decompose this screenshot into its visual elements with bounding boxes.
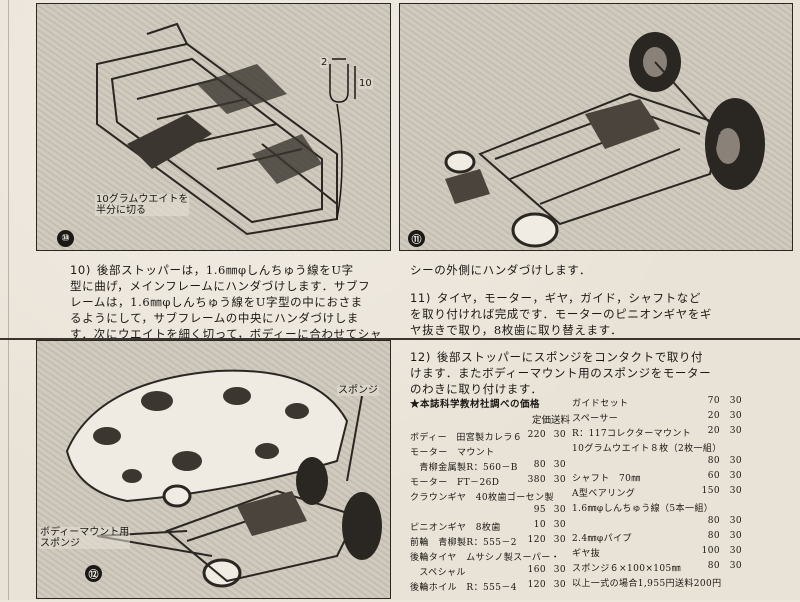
item-price: 220 [527, 430, 546, 440]
item-shipping: 30 [553, 580, 566, 590]
figure-11-photo: ⑪ [399, 3, 793, 251]
step-12-number: 12) [410, 350, 431, 364]
step-11-line: タイヤ，モーター，ギヤ，ガイド，シャフトなど [436, 291, 701, 305]
item-name: 前輪 青柳製R：555－2 [410, 538, 517, 548]
step-12-line: けます．またボディーマウント用のスポンジをモーター [410, 366, 712, 380]
item-name: ボディー 田宮製カレラ６ [410, 433, 523, 443]
item-price: 150 [701, 486, 720, 496]
item-name: クラウンギヤ 40枚歯ゴーセン製 [410, 493, 554, 503]
item-name: モーター FT－26D [410, 478, 500, 488]
step-12-text: 12) 後部ストッパーにスポンジをコンタクトで取り付 けます．またボディーマウント… [410, 349, 785, 397]
item-name: 1.6㎜φしんちゅう線（5本一組） [572, 504, 714, 514]
item-price: 60 [707, 471, 720, 481]
step-10-number: 10) [70, 263, 91, 277]
page-gutter-line [8, 0, 9, 600]
figure-12-photo: スポンジ ボディーマウント用 スポンジ ⑫ [36, 340, 391, 599]
chassis-frame-illustration [96, 22, 356, 236]
item-name: モーター マウント [410, 448, 495, 458]
figure-10-photo: 2 10 10グラムウエイトを 半分に切る ⑩ [36, 3, 391, 251]
item-shipping: 30 [729, 396, 742, 406]
item-name: ピニオンギヤ 8枚歯 [410, 523, 501, 533]
weight-callout: 10グラムウエイトを 半分に切る [95, 194, 190, 216]
item-name: 後輪ホイル R：555－4 [410, 583, 517, 593]
step-11-text: 11) タイヤ，モーター，ギヤ，ガイド，シャフトなど を取り付ければ完成です．モー… [410, 290, 785, 338]
step-10-line: レームは，1.6㎜φしんちゅう線をU字型の中におさま [70, 295, 363, 309]
item-shipping: 30 [729, 516, 742, 526]
item-shipping: 30 [729, 486, 742, 496]
step-10-line: す．次にウエイトを細く切って，ボディーに合わせてシャ [70, 327, 382, 341]
item-price: 80 [707, 531, 720, 541]
item-name: スポンジ６×100×105㎜ [572, 564, 682, 574]
item-name: ガイドセット [572, 399, 629, 409]
price-list-title: ★本誌科学教材社調べの価格 [410, 399, 541, 410]
item-name: スペシャル [410, 568, 466, 578]
item-price: 380 [527, 475, 546, 485]
sponge-callout: スポンジ [337, 385, 379, 396]
step-12-line: 後部ストッパーにスポンジをコンタクトで取り付 [436, 350, 704, 364]
section-divider [0, 338, 800, 340]
item-price: 20 [707, 411, 720, 421]
item-name: 青柳金属製R：560－B [410, 463, 518, 473]
item-name: 後輪タイヤ ムサシノ製スーパー・ [410, 553, 561, 563]
item-name: A型ベアリング [572, 489, 636, 499]
item-shipping: 30 [553, 430, 566, 440]
item-price: 80 [707, 516, 720, 526]
item-price: 70 [707, 396, 720, 406]
step-10-line: 後部ストッパーは，1.6㎜φしんちゅう線をU字 [96, 263, 354, 277]
step-10-line: 型に曲げ，メインフレームにハンダづけします．サブフ [70, 279, 371, 293]
item-price: 20 [707, 426, 720, 436]
completed-chassis-illustration [444, 32, 765, 248]
step-10-continuation: シーの外側にハンダづけします． [410, 263, 592, 277]
price-table-left: ボディー 田宮製カレラ６ 220 30 モーター マウント 青柳金属製R：560－B 8… [410, 412, 570, 602]
item-price: 160 [527, 565, 546, 575]
item-price: 120 [527, 580, 546, 590]
item-shipping: 30 [729, 546, 742, 556]
step-10-text: 10) 後部ストッパーは，1.6㎜φしんちゅう線をU字 型に曲げ，メインフレームに… [70, 262, 390, 342]
item-price: 10 [533, 520, 546, 530]
item-price: 80 [707, 561, 720, 571]
item-name: スペーサー [572, 414, 619, 424]
bracket-width-label: 2 [320, 57, 329, 68]
item-name: R：117コレクターマウント [572, 429, 692, 439]
item-shipping: 30 [729, 411, 742, 421]
item-price: 80 [707, 456, 720, 466]
item-shipping: 30 [729, 456, 742, 466]
item-name: ギヤ抜 [572, 549, 601, 559]
item-shipping: 30 [729, 561, 742, 571]
body-mount-sponge-callout: ボディーマウント用 スポンジ [39, 527, 131, 549]
item-name: 10グラムウエイト８枚（2枚一組） [572, 444, 722, 454]
figure-12-number: ⑫ [85, 565, 102, 582]
step-10-line: るようにして，サブフレームの中央にハンダづけしま [70, 311, 359, 325]
item-name: 2.4㎜φパイプ [572, 534, 632, 544]
item-shipping: 30 [729, 531, 742, 541]
item-price: 95 [533, 505, 546, 515]
item-shipping: 30 [553, 565, 566, 575]
step-11-number: 11) [410, 291, 431, 305]
bracket-height-label: 10 [358, 78, 373, 89]
item-name: シャフト 70㎜ [572, 474, 641, 484]
item-shipping: 30 [553, 535, 566, 545]
body-and-chassis-illustration [65, 369, 382, 588]
item-shipping: 30 [553, 520, 566, 530]
item-name: 以上一式の場合1,955円送料200円 [572, 579, 722, 589]
item-price: 100 [701, 546, 720, 556]
figure-10-number: ⑩ [57, 230, 74, 247]
step-11-line: を取り付ければ完成です．モーターのピニオンギヤをギ [410, 307, 713, 321]
step-12-line: のわきに取り付けます． [410, 382, 543, 396]
item-shipping: 30 [729, 426, 742, 436]
item-shipping: 30 [553, 475, 566, 485]
item-shipping: 30 [729, 471, 742, 481]
item-shipping: 30 [553, 460, 566, 470]
item-shipping: 30 [553, 505, 566, 515]
figure-11-number: ⑪ [408, 230, 425, 247]
item-price: 120 [527, 535, 546, 545]
step-11-line: ヤ抜きで取り，8枚歯に取り替えます． [410, 323, 623, 337]
price-list-header: 定価送料 [531, 415, 570, 426]
item-price: 80 [533, 460, 546, 470]
